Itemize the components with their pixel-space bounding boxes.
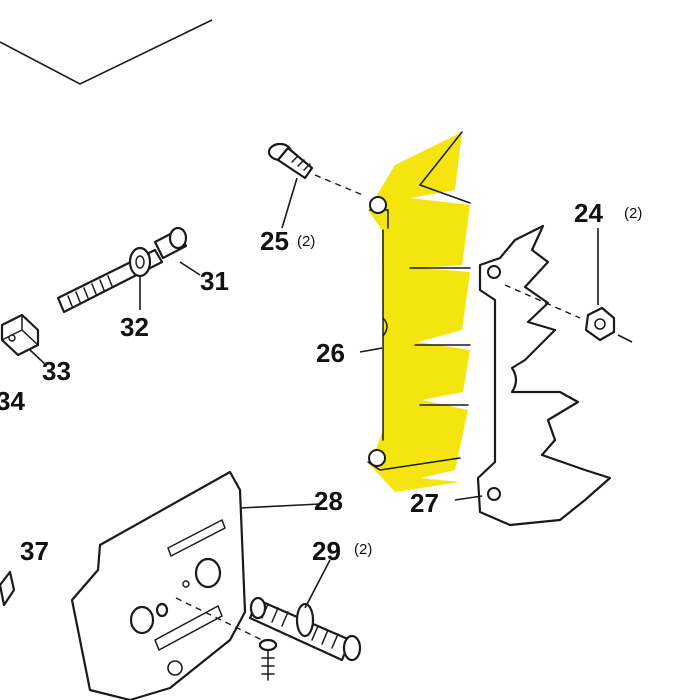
callout-24-qty: (2)	[624, 205, 642, 222]
part-27-bumper-spike[interactable]	[476, 224, 612, 527]
callout-25: 25 (2)	[260, 226, 315, 256]
callout-27: 27	[410, 488, 439, 518]
part-25-screw[interactable]	[267, 142, 366, 197]
callout-26: 26	[316, 338, 345, 368]
part-32-washer[interactable]	[128, 246, 152, 278]
small-screw[interactable]	[258, 638, 278, 681]
callout-33: 33	[42, 356, 71, 386]
callout-25-qty: (2)	[297, 233, 315, 250]
part-33-block-nut[interactable]	[0, 313, 40, 357]
frame-corner-lines	[0, 19, 213, 85]
callout-34: 34	[0, 386, 25, 416]
callout-24-number: 24	[574, 198, 603, 228]
callout-29-qty: (2)	[354, 541, 372, 558]
callout-24: 24 (2)	[574, 198, 642, 228]
part-24-nut[interactable]	[504, 284, 633, 343]
callout-32: 32	[120, 312, 149, 342]
part-28-side-cover[interactable]	[70, 470, 263, 700]
part-31-bolt[interactable]	[56, 226, 188, 314]
part-37-fragment[interactable]	[0, 570, 16, 607]
callout-31: 31	[200, 266, 229, 296]
part-29-stud[interactable]	[248, 596, 362, 662]
callout-25-number: 25	[260, 226, 289, 256]
callout-29-number: 29	[312, 536, 341, 566]
callout-28: 28	[314, 486, 343, 516]
callout-29: 29 (2)	[312, 536, 372, 566]
leader-lines	[29, 177, 599, 609]
callout-37: 37	[20, 536, 49, 566]
part-26-bumper-spike-highlighted[interactable]	[367, 131, 471, 492]
